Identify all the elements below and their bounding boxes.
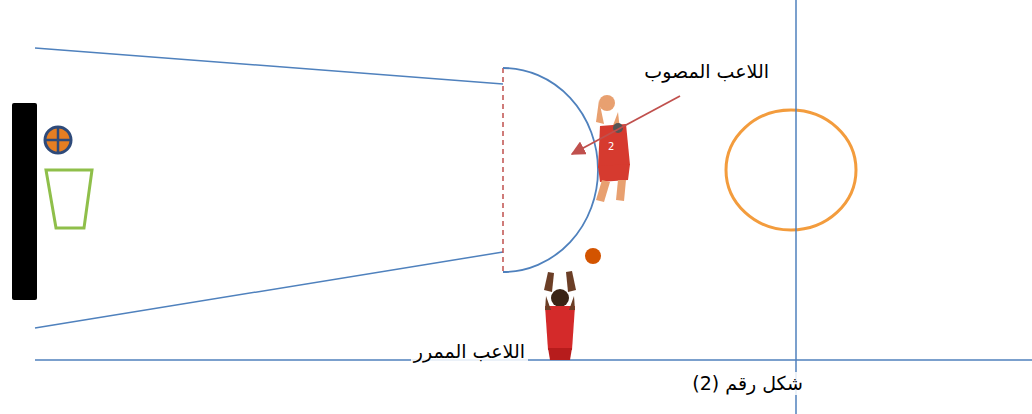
leader-arrow — [572, 96, 680, 154]
center-circle — [726, 110, 856, 230]
shooter-label: اللاعب المصوب — [641, 60, 772, 83]
shooter-player: 2 — [596, 95, 630, 202]
free-throw-arc — [503, 68, 598, 272]
passer-player — [544, 248, 601, 360]
ball-icon — [45, 127, 71, 153]
free-throw-line — [502, 68, 504, 272]
lane-line — [35, 48, 503, 84]
svg-text:2: 2 — [608, 141, 614, 152]
basket — [46, 170, 92, 228]
backboard — [12, 103, 37, 300]
passer-label: اللاعب الممرر — [411, 340, 528, 363]
half-court-line — [795, 0, 797, 414]
side-line — [35, 359, 1032, 361]
lane-line — [35, 252, 503, 328]
ball — [585, 248, 601, 264]
figure-caption: شكل رقم (2) — [689, 372, 806, 395]
